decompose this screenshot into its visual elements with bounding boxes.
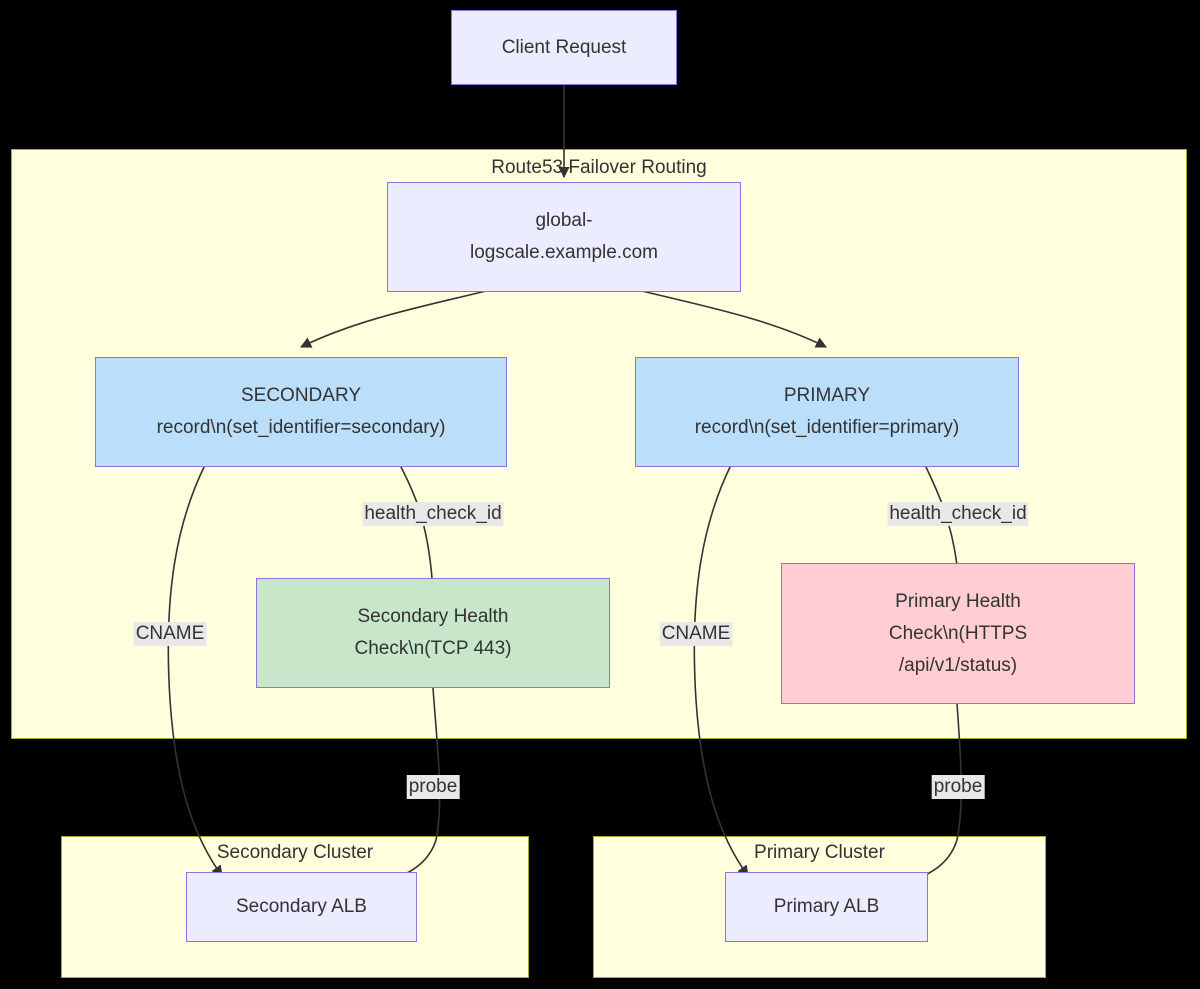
- edge-label-primary-cname: CNAME: [659, 622, 733, 646]
- edge-label-secondary-probe: probe: [406, 775, 460, 799]
- edge-dns-to-secondary: [299, 289, 491, 348]
- node-secondary-record-line-0: SECONDARY: [240, 385, 361, 406]
- node-dns-record-line-0: global-: [535, 210, 593, 231]
- node-secondary-alb[interactable]: Secondary ALB: [186, 872, 417, 942]
- edge-secondary-healthcheck-to-alb: [387, 687, 441, 883]
- node-secondary-record[interactable]: SECONDARY record\n(set_identifier=second…: [95, 357, 507, 467]
- edge-label-primary-health-check-id: health_check_id: [887, 502, 1029, 526]
- edge-label-primary-probe: probe: [931, 775, 985, 799]
- edge-primary-healthcheck-to-alb: [910, 702, 963, 883]
- node-primary-health-check[interactable]: Primary Health Check\n(HTTPS /api/v1/sta…: [781, 563, 1135, 704]
- node-secondary-health-check[interactable]: Secondary Health Check\n(TCP 443): [256, 578, 610, 688]
- cluster-label-route53: Route53 Failover Routing: [491, 157, 707, 178]
- edge-label-secondary-cname: CNAME: [133, 622, 207, 646]
- node-primary-record-line-0: PRIMARY: [783, 385, 871, 406]
- cluster-label-primary: Primary Cluster: [754, 842, 885, 863]
- node-secondary-health-check-line-0: Secondary Health: [357, 606, 509, 627]
- node-primary-health-check-line-2: /api/v1/status): [898, 654, 1018, 676]
- node-client-request-line-0: Client Request: [501, 36, 627, 58]
- node-primary-health-check-line-0: Primary Health: [895, 590, 1021, 612]
- node-secondary-record-line-1: record\n(set_identifier=secondary): [156, 417, 446, 438]
- node-primary-record-line-1: record\n(set_identifier=primary): [694, 417, 960, 438]
- node-dns-record[interactable]: global- logscale.example.com: [387, 182, 741, 292]
- node-secondary-alb-line-0: Secondary ALB: [236, 896, 367, 917]
- edge-dns-to-primary: [637, 289, 828, 348]
- edge-secondary-to-alb: [167, 464, 223, 877]
- edge-label-secondary-health-check-id: health_check_id: [362, 502, 504, 526]
- node-primary-health-check-line-1: Check\n(HTTPS: [888, 622, 1028, 644]
- node-primary-alb[interactable]: Primary ALB: [725, 872, 928, 942]
- node-dns-record-line-1: logscale.example.com: [470, 242, 658, 263]
- node-primary-alb-line-0: Primary ALB: [773, 896, 880, 917]
- node-primary-record[interactable]: PRIMARY record\n(set_identifier=primary): [635, 357, 1019, 467]
- node-client-request[interactable]: Client Request: [451, 10, 677, 85]
- node-secondary-health-check-line-1: Check\n(TCP 443): [354, 638, 512, 659]
- cluster-label-secondary: Secondary Cluster: [216, 842, 374, 863]
- edge-primary-to-alb: [693, 464, 749, 877]
